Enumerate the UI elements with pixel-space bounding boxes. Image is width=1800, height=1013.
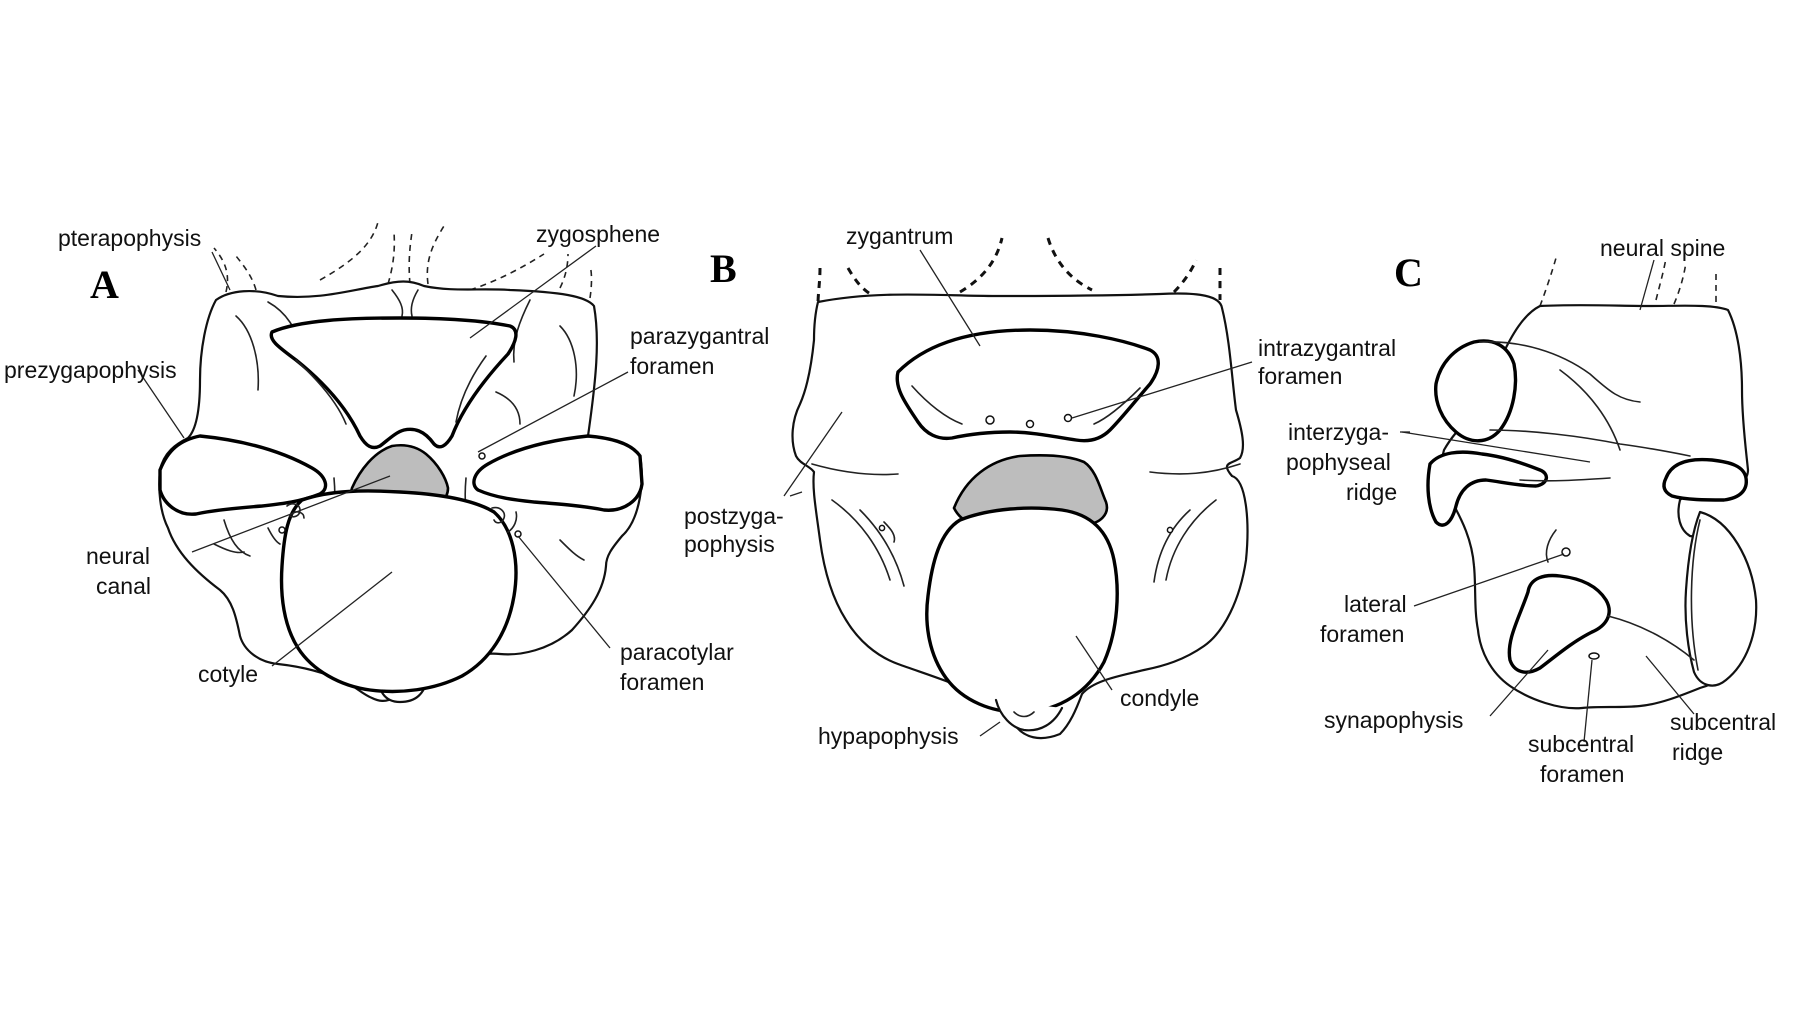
label-paracotylar-1: paracotylar <box>620 639 734 665</box>
panel-a-drawing <box>158 221 644 704</box>
label-parazygantral-2: foramen <box>630 353 714 379</box>
label-subcentral-ridge-1: subcentral <box>1670 709 1776 735</box>
label-lateral-2: foramen <box>1320 621 1404 647</box>
panel-label-b: B <box>710 246 737 291</box>
label-subcentral-foramen-1: subcentral <box>1528 731 1634 757</box>
label-interzyga-2: pophyseal <box>1286 449 1391 475</box>
panel-label-a: A <box>90 262 119 307</box>
label-condyle: condyle <box>1120 685 1199 711</box>
label-paracotylar-2: foramen <box>620 669 704 695</box>
label-intrazygantral-1: intrazygantral <box>1258 335 1396 361</box>
label-zygantrum: zygantrum <box>846 223 953 249</box>
label-postzyga-2: pophysis <box>684 531 775 557</box>
label-hypapophysis: hypapophysis <box>818 723 959 749</box>
label-postzyga-1: postzyga- <box>684 503 784 529</box>
label-neural-canal-1: neural <box>86 543 150 569</box>
label-subcentral-ridge-2: ridge <box>1672 739 1723 765</box>
label-zygosphene: zygosphene <box>536 221 660 247</box>
panel-label-c: C <box>1394 250 1423 295</box>
leader-lines <box>137 245 1695 743</box>
label-parazygantral-1: parazygantral <box>630 323 769 349</box>
label-lateral-1: lateral <box>1344 591 1407 617</box>
label-neural-canal-2: canal <box>96 573 151 599</box>
label-intrazygantral-2: foramen <box>1258 363 1342 389</box>
label-interzyga-3: ridge <box>1346 479 1397 505</box>
panel-c-drawing <box>1426 257 1758 710</box>
label-cotyle: cotyle <box>198 661 258 687</box>
label-interzyga-1: interzyga- <box>1288 419 1389 445</box>
label-prezygapophysis: prezygapophysis <box>4 357 177 383</box>
label-synapophysis: synapophysis <box>1324 707 1463 733</box>
label-pterapophysis: pterapophysis <box>58 225 201 251</box>
label-neural-spine: neural spine <box>1600 235 1725 261</box>
label-subcentral-foramen-2: foramen <box>1540 761 1624 787</box>
panel-b-drawing <box>791 237 1249 740</box>
